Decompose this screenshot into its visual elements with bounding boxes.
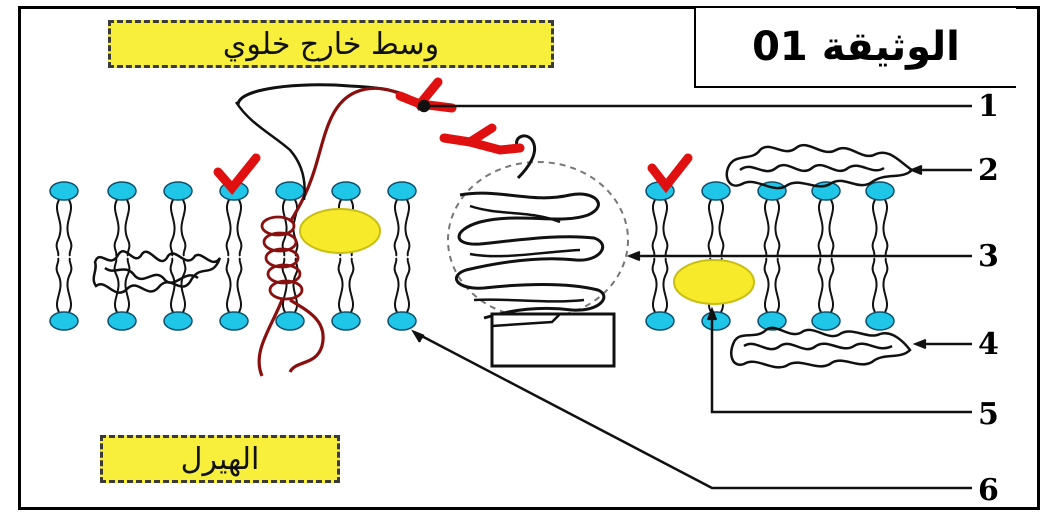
extracellular-medium-label: وسط خارج خلوي bbox=[108, 20, 554, 68]
phospholipid-tail bbox=[169, 257, 176, 313]
phospholipid-tail bbox=[281, 199, 288, 257]
phospholipid-head bbox=[331, 181, 361, 201]
phospholipid-tail bbox=[236, 199, 243, 257]
document-title: الوثيقة 01 bbox=[694, 8, 1016, 88]
pointer-lines bbox=[411, 99, 972, 490]
phospholipid-tail bbox=[337, 257, 344, 313]
phospholipid-tail bbox=[348, 257, 355, 313]
phospholipid-tail bbox=[124, 199, 131, 257]
phospholipid-tail bbox=[651, 199, 658, 257]
phospholipid-tail bbox=[281, 257, 288, 313]
phospholipid-tail bbox=[817, 257, 824, 313]
phospholipid-tail bbox=[180, 199, 187, 257]
phospholipid-head bbox=[865, 181, 895, 201]
phospholipid-head bbox=[275, 181, 305, 201]
peripheral-protein-internal-right bbox=[730, 326, 912, 369]
pointer-label-3: 3 bbox=[978, 239, 999, 274]
phospholipid-tail bbox=[404, 199, 411, 257]
phospholipid-tail bbox=[404, 257, 411, 313]
phospholipid-head bbox=[387, 311, 417, 331]
phospholipid-bilayer-right bbox=[645, 181, 895, 331]
phospholipid-head bbox=[219, 311, 249, 331]
pointer-label-1: 1 bbox=[978, 89, 999, 124]
phospholipid-bilayer-left bbox=[49, 181, 417, 331]
phospholipid-tail bbox=[225, 257, 232, 313]
phospholipid-tail bbox=[774, 257, 781, 313]
phospholipid-tail bbox=[180, 257, 187, 313]
phospholipid-head bbox=[163, 181, 193, 201]
phospholipid-tail bbox=[707, 199, 714, 257]
phospholipid-tail bbox=[225, 199, 232, 257]
pointer-label-6: 6 bbox=[978, 473, 999, 508]
phospholipid-tail bbox=[871, 257, 878, 313]
phospholipid-head bbox=[331, 311, 361, 331]
phospholipid-tail bbox=[236, 257, 243, 313]
phospholipid-tail bbox=[828, 199, 835, 257]
phospholipid-tail bbox=[113, 257, 120, 313]
phospholipid-head bbox=[49, 181, 79, 201]
phospholipid-tail bbox=[393, 199, 400, 257]
phospholipid-head bbox=[645, 311, 675, 331]
peripheral-protein-internal bbox=[92, 250, 222, 294]
phospholipid-head bbox=[387, 181, 417, 201]
yellow-protein-left bbox=[299, 208, 381, 254]
phospholipid-tail bbox=[662, 257, 669, 313]
phospholipid-tail bbox=[55, 199, 62, 257]
phospholipid-tail bbox=[882, 199, 889, 257]
phospholipid-tail bbox=[763, 199, 770, 257]
yellow-protein-right bbox=[673, 259, 755, 305]
phospholipid-tail bbox=[66, 257, 73, 313]
phospholipid-head bbox=[811, 311, 841, 331]
phospholipid-head bbox=[701, 311, 731, 331]
phospholipid-tail bbox=[113, 199, 120, 257]
phospholipid-tail bbox=[817, 199, 824, 257]
pointer-label-4: 4 bbox=[978, 327, 999, 362]
phospholipid-head bbox=[49, 311, 79, 331]
phospholipid-tail bbox=[774, 199, 781, 257]
figure-frame bbox=[18, 6, 1040, 510]
phospholipid-tail bbox=[763, 257, 770, 313]
pointer-label-2: 2 bbox=[978, 153, 999, 188]
phospholipid-tail bbox=[66, 199, 73, 257]
phospholipid-head bbox=[107, 311, 137, 331]
pointer-label-5: 5 bbox=[978, 397, 999, 432]
phospholipid-head bbox=[701, 181, 731, 201]
glycan-groups bbox=[213, 77, 693, 196]
phospholipid-head bbox=[163, 311, 193, 331]
phospholipid-tail bbox=[871, 199, 878, 257]
phospholipid-tail bbox=[55, 257, 62, 313]
phospholipid-tail bbox=[651, 257, 658, 313]
phospholipid-head bbox=[757, 311, 787, 331]
phospholipid-tail bbox=[828, 257, 835, 313]
phospholipid-tail bbox=[169, 199, 176, 257]
phospholipid-tail bbox=[662, 199, 669, 257]
phospholipid-head bbox=[275, 311, 305, 331]
phospholipid-tail bbox=[718, 199, 725, 257]
channel-protein bbox=[447, 134, 629, 368]
phospholipid-tail bbox=[393, 257, 400, 313]
phospholipid-head bbox=[107, 181, 137, 201]
cytoplasm-label: الهيرل bbox=[100, 435, 340, 483]
phospholipid-tail bbox=[124, 257, 131, 313]
phospholipid-tail bbox=[882, 257, 889, 313]
phospholipid-head bbox=[865, 311, 895, 331]
pointer-numbers: 1 2 3 4 5 6 bbox=[978, 89, 999, 508]
